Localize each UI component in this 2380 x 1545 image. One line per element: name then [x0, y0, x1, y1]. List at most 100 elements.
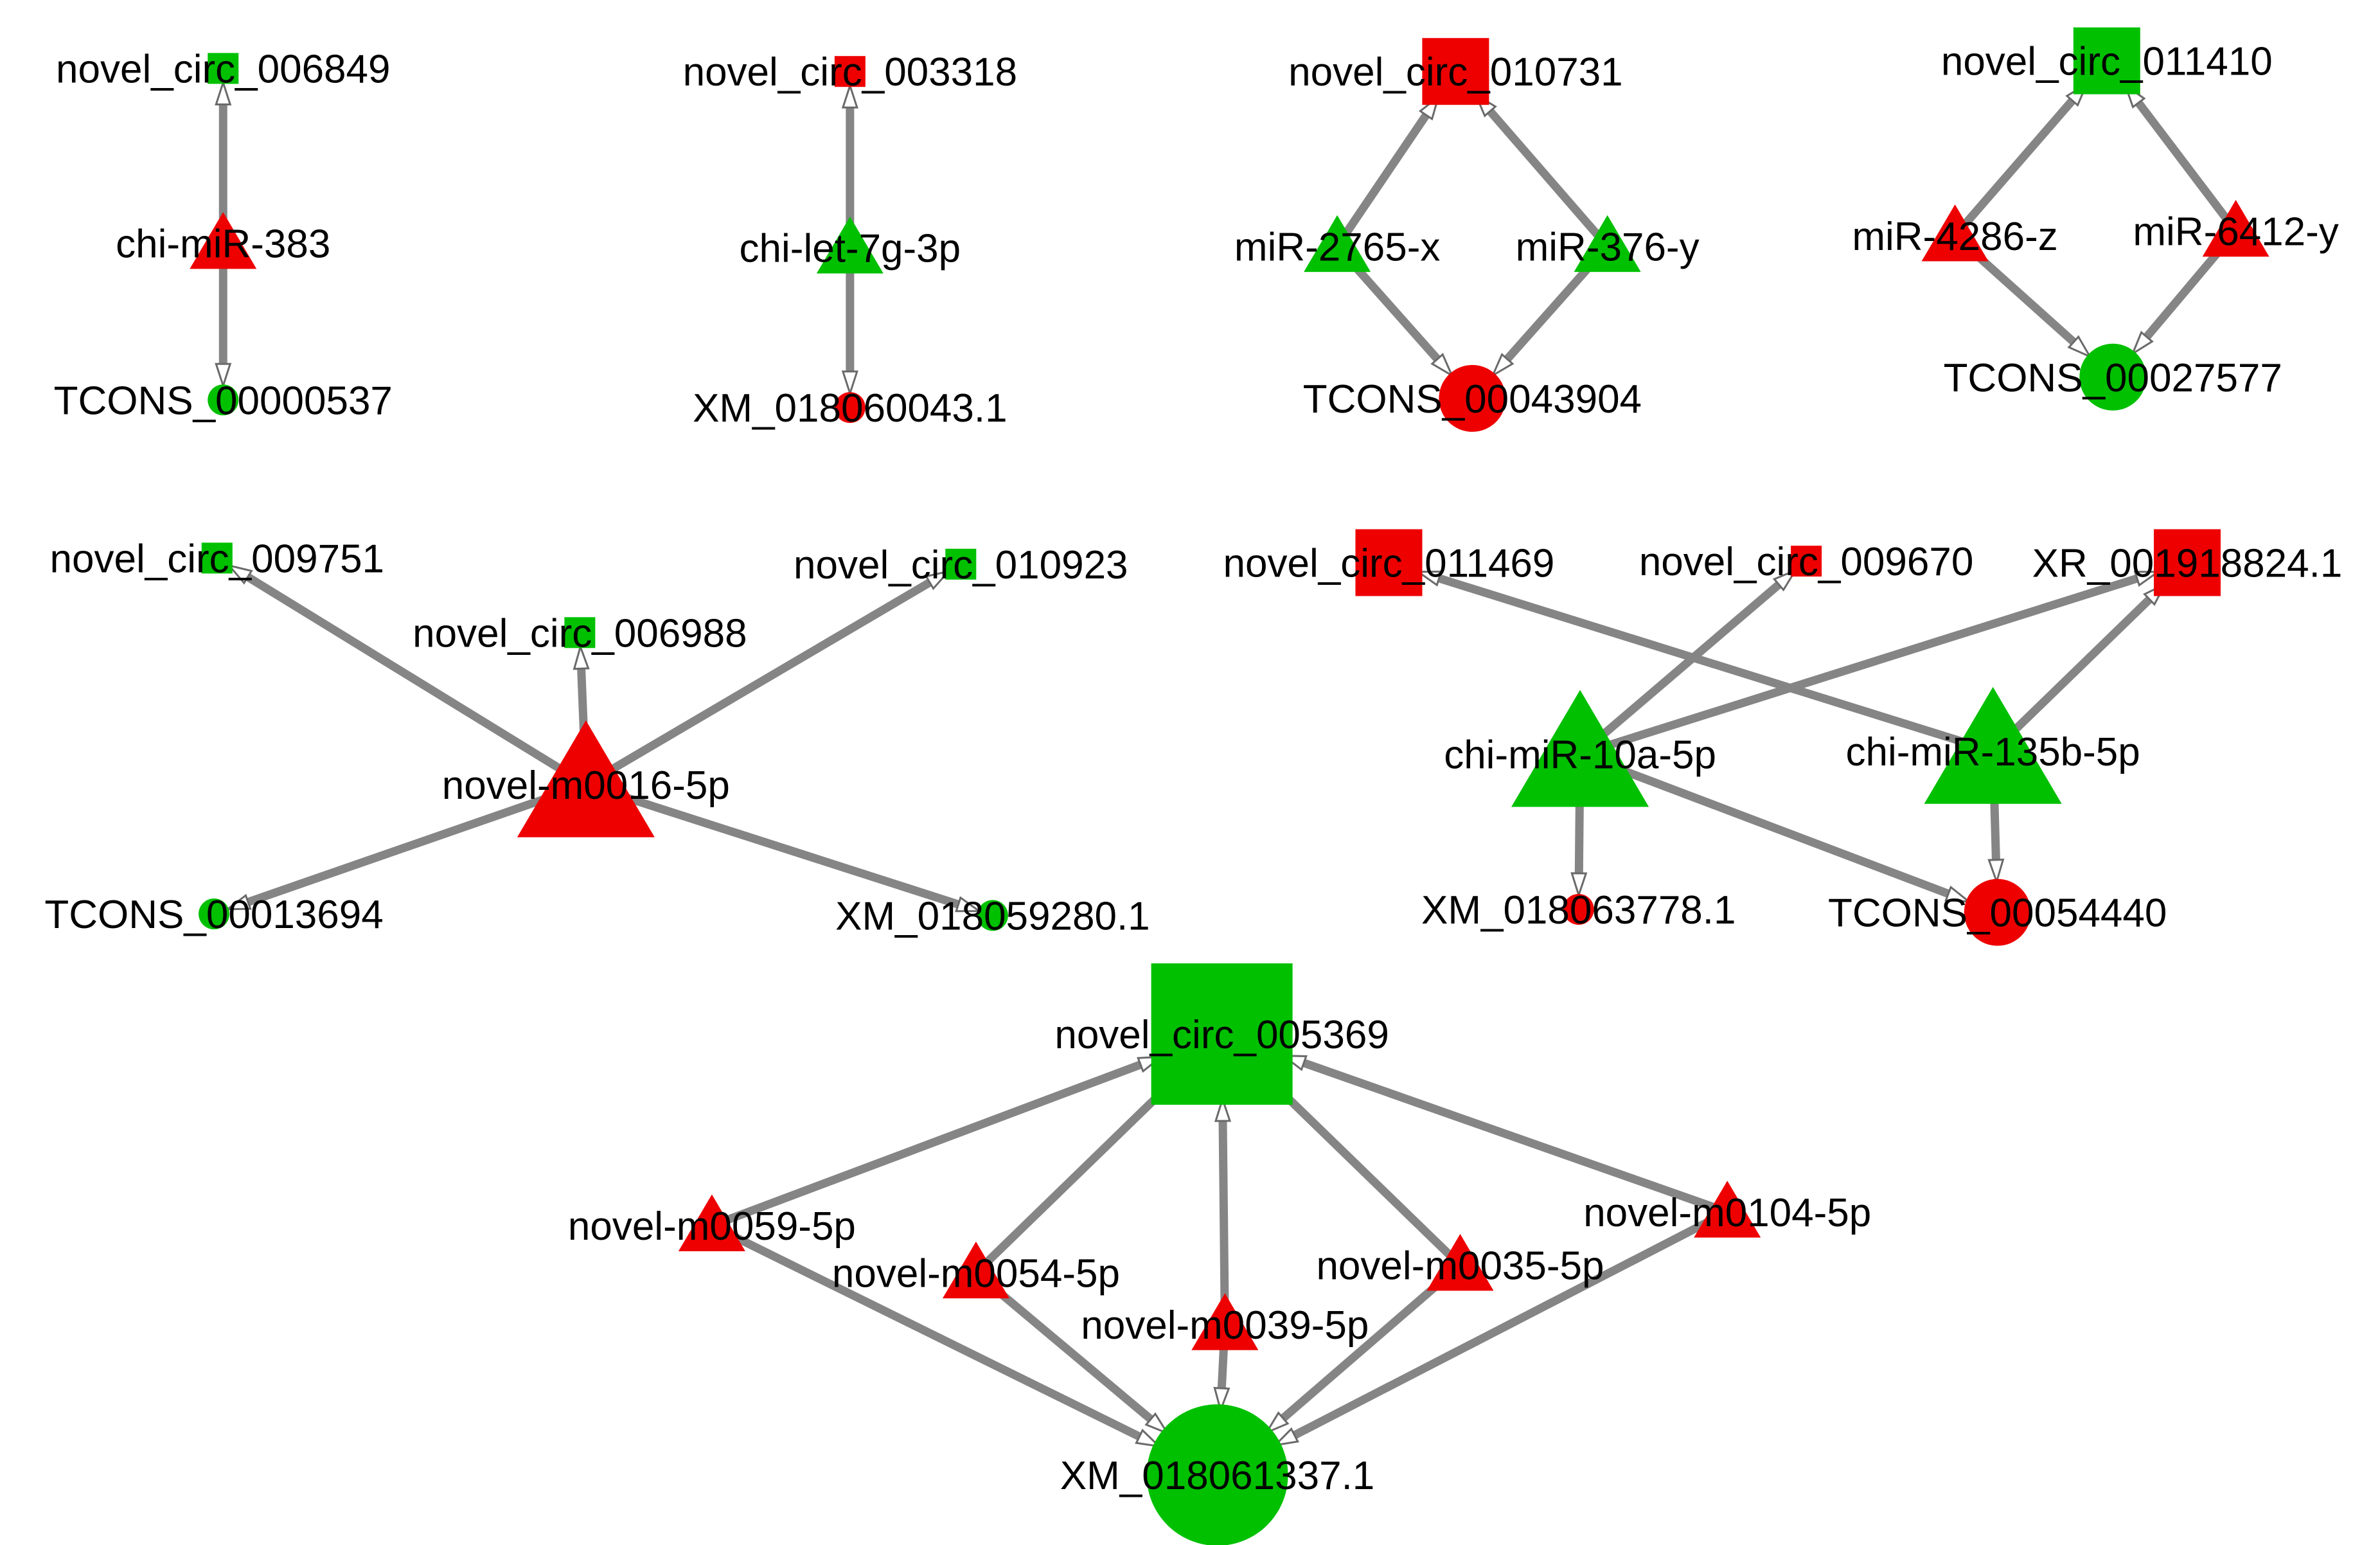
edge-novel-m0016-5p-to-novel-circ-009751 — [226, 564, 589, 789]
node-square-novel-circ-009751 — [201, 542, 233, 574]
node-circle-tcons-00027577 — [2079, 343, 2147, 411]
node-label-tcons-00013694: TCONS_00013694 — [44, 893, 383, 937]
node-circle-tcons-00000537 — [208, 384, 239, 416]
edge-novel-m0104-5p-to-xm-018061337-1 — [1272, 1208, 1730, 1447]
node-label-novel-m0054-5p: novel-m0054-5p — [832, 1251, 1120, 1296]
edge-chi-mir-10a-5p-to-tcons-00054440 — [1578, 750, 1972, 903]
edge-novel-m0016-5p-to-novel-circ-010923 — [583, 569, 952, 789]
node-circle-tcons-00054440 — [1964, 879, 2031, 946]
node-label-chi-mir-135b-5p: chi-miR-135b-5p — [1845, 730, 2140, 774]
node-square-novel-circ-011469 — [1355, 529, 1423, 596]
arrowhead-icon — [1264, 1411, 1290, 1435]
arrowhead-icon — [1944, 885, 1972, 903]
node-triangle-novel-m0016-5p — [517, 720, 655, 837]
edge-line — [710, 1060, 1142, 1230]
node-square-novel-circ-006849 — [208, 53, 239, 84]
node-label-novel-m0039-5p: novel-m0039-5p — [1081, 1303, 1369, 1348]
node-label-novel-m0035-5p: novel-m0035-5p — [1316, 1244, 1604, 1289]
edge-line — [2135, 100, 2239, 234]
edge-mir-376-y-to-novel-circ-010731 — [1473, 92, 1611, 249]
edge-chi-mir-135b-5p-to-novel-circ-011469 — [1415, 570, 1994, 756]
arrowhead-icon — [1144, 1412, 1170, 1436]
arrowhead-icon — [841, 82, 858, 109]
node-square-novel-circ-009670 — [1791, 546, 1822, 577]
edge-line — [1951, 98, 2076, 239]
node-triangle-chi-mir-383 — [190, 211, 257, 269]
edge-line — [246, 780, 587, 906]
node-label-chi-let-7g-3p: chi-let-7g-3p — [740, 227, 961, 271]
arrowhead-icon — [1430, 352, 1454, 378]
edge-line — [1302, 1058, 1729, 1216]
arrowhead-icon — [2067, 335, 2093, 359]
node-label-mir-6412-y: miR-6412-y — [2133, 210, 2338, 255]
node-label-xm-018060043-1: XM_018060043.1 — [693, 386, 1008, 431]
arrowhead-icon — [1214, 1096, 1232, 1122]
node-label-novel-circ-011410: novel_circ_011410 — [1941, 40, 2273, 84]
arrowhead-icon — [1490, 352, 1514, 378]
node-circle-xm-018060043-1 — [834, 392, 866, 424]
edge-line — [245, 573, 589, 789]
edge-novel-m0059-5p-to-xm-018061337-1 — [710, 1222, 1162, 1448]
edge-line — [1990, 596, 2153, 755]
node-triangle-novel-m0035-5p — [1426, 1234, 1494, 1291]
edge-novel-m0016-5p-to-tcons-00013694 — [224, 780, 587, 911]
node-label-novel-circ-003318: novel_circ_003318 — [683, 50, 1018, 94]
arrowhead-icon — [2133, 571, 2162, 587]
node-label-novel-circ-006849: novel_circ_006849 — [56, 47, 391, 91]
node-triangle-mir-2765-x — [1304, 215, 1371, 272]
node-square-novel-circ-006988 — [564, 617, 596, 648]
node-square-novel-circ-005369 — [1151, 963, 1293, 1105]
node-circle-xm-018063778-1 — [1563, 893, 1594, 925]
node-label-tcons-00027577: TCONS_00027577 — [1944, 356, 2282, 400]
edge-line — [1292, 1208, 1730, 1439]
edge-line — [1487, 108, 1611, 249]
edge-line — [1218, 1121, 1229, 1325]
node-triangle-mir-4286-z — [1921, 204, 1989, 262]
node-triangle-novel-m0104-5p — [1694, 1181, 1761, 1238]
node-label-novel-m0016-5p: novel-m0016-5p — [442, 764, 730, 808]
edge-novel-m0104-5p-to-novel-circ-005369 — [1280, 1054, 1729, 1216]
labels-layer: novel_circ_006849 chi-miR-383TCONS_000005… — [44, 40, 2342, 1499]
node-triangle-novel-m0054-5p — [942, 1241, 1009, 1299]
node-label-novel-circ-005369: novel_circ_005369 — [1054, 1013, 1389, 1057]
node-label-mir-4286-z: miR-4286-z — [1852, 215, 2057, 259]
node-square-novel-circ-003318 — [834, 56, 866, 87]
node-triangle-chi-let-7g-3p — [816, 217, 884, 274]
node-label-chi-mir-10a-5p: chi-miR-10a-5p — [1444, 733, 1716, 778]
arrowhead-icon — [1135, 1428, 1162, 1448]
node-square-xr-001918824-1 — [2153, 529, 2221, 596]
node-label-xm-018061337-1: XM_018061337.1 — [1060, 1454, 1375, 1498]
edge-chi-mir-135b-5p-to-xr-001918824-1 — [1990, 582, 2168, 755]
arrowhead-icon — [925, 569, 952, 591]
node-triangle-novel-m0059-5p — [678, 1194, 745, 1251]
arrowhead-icon — [224, 893, 252, 911]
node-circle-xm-018059280-1 — [977, 900, 1008, 931]
node-triangle-novel-m0039-5p — [1191, 1293, 1259, 1350]
node-label-xm-018059280-1: XM_018059280.1 — [835, 894, 1150, 938]
edge-line — [973, 1091, 1163, 1276]
node-label-tcons-00043904: TCONS_00043904 — [1303, 377, 1642, 422]
edge-line — [1281, 1091, 1464, 1269]
node-label-novel-m0104-5p: novel-m0104-5p — [1583, 1191, 1871, 1235]
edge-novel-m0016-5p-to-xm-018059280-1 — [584, 780, 982, 913]
arrowhead-icon — [1272, 1427, 1300, 1447]
edge-line — [1577, 581, 1782, 758]
node-circle-tcons-00013694 — [199, 898, 230, 930]
node-label-tcons-00000537: TCONS_00000537 — [54, 379, 393, 423]
edge-novel-m0054-5p-to-novel-circ-005369 — [973, 1077, 1178, 1276]
edge-mir-4286-z-to-novel-circ-011410 — [1951, 82, 2089, 239]
node-triangle-mir-6412-y — [2202, 200, 2269, 257]
node-label-mir-2765-x: miR-2765-x — [1234, 225, 1440, 269]
edges-layer — [215, 79, 2239, 1448]
node-circle-xm-018061337-1 — [1146, 1404, 1288, 1545]
node-label-novel-circ-009670: novel_circ_009670 — [1639, 540, 1974, 584]
node-label-chi-mir-383: chi-miR-383 — [116, 222, 330, 267]
edge-line — [710, 1222, 1142, 1441]
node-square-novel-circ-011410 — [2073, 27, 2140, 94]
arrowhead-icon — [226, 564, 253, 585]
arrowhead-icon — [1987, 859, 2005, 885]
edge-novel-m0039-5p-to-novel-circ-005369 — [1214, 1096, 1232, 1325]
arrowhead-icon — [215, 362, 232, 389]
edge-mir-2765-x-to-novel-circ-010731 — [1333, 94, 1441, 249]
